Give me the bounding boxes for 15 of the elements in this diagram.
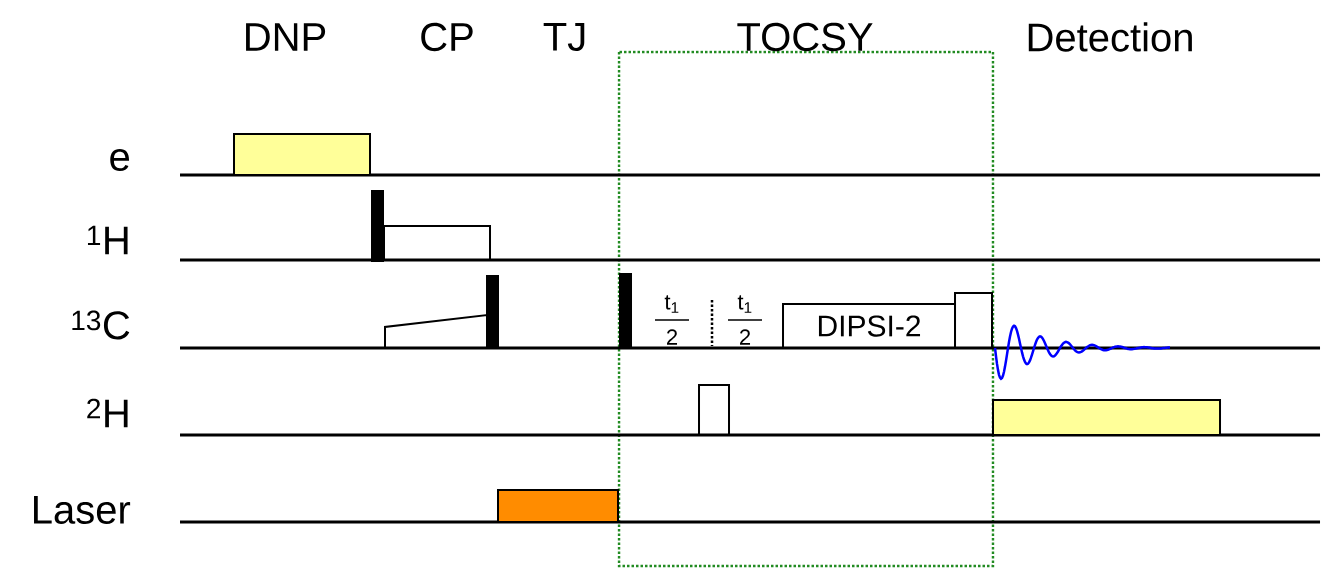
column-header: TOCSY (737, 22, 873, 52)
fraction-label: 2 (667, 329, 678, 345)
column-header: TJ (543, 23, 585, 51)
channel-label: $^{2}$H (87, 398, 128, 428)
channel-label: e (110, 149, 130, 171)
fraction-label: t$_{1}$ (664, 295, 679, 313)
channel-label: Laser (34, 496, 131, 524)
channel-label: $^{1}$H (88, 225, 128, 255)
fraction-label: t$_{1}$ (737, 295, 752, 313)
column-header: DNP (246, 23, 326, 51)
channel-label: $^{13}$C (72, 310, 130, 340)
column-header: CP (421, 22, 473, 52)
pulse-box: DIPSI-2 (782, 303, 956, 349)
column-header: Detection (1028, 22, 1192, 52)
fraction-label: 2 (740, 329, 751, 345)
